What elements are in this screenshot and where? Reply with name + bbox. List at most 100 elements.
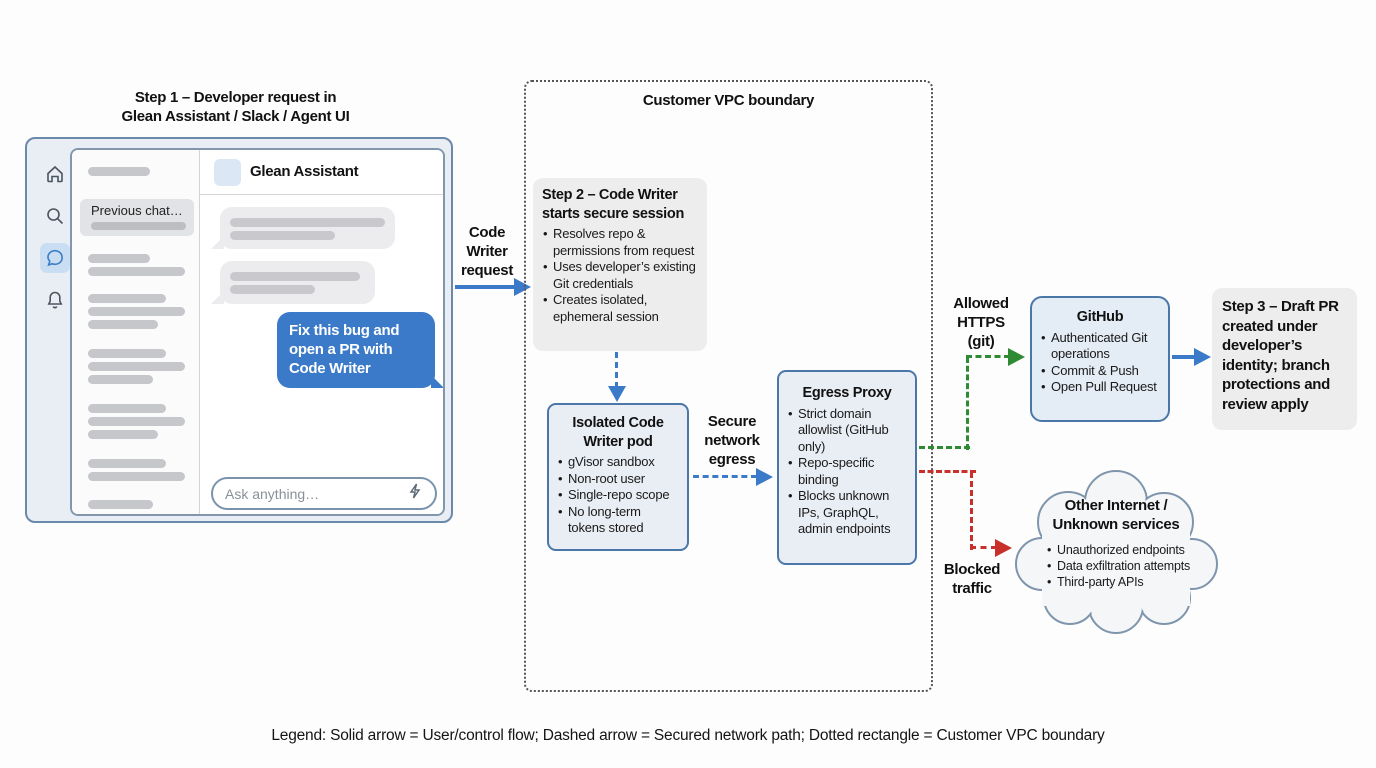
unknown-services-cloud: Other Internet / Unknown services Unauth… — [1012, 466, 1220, 636]
placeholder-bar — [88, 349, 166, 358]
secure-egress-label: Secure network egress — [694, 412, 770, 469]
label-line: request — [460, 262, 514, 279]
label-line: (git) — [967, 333, 995, 350]
bullet-item: gVisor sandbox — [557, 454, 679, 471]
isolated-pod-box: Isolated Code Writer pod gVisor sandboxN… — [547, 403, 689, 551]
placeholder-bar — [88, 320, 158, 329]
assistant-message-placeholder — [211, 261, 375, 304]
placeholder-bar — [88, 267, 185, 276]
placeholder-bar — [230, 218, 385, 227]
label-line: Code — [468, 224, 506, 241]
label-line: egress — [708, 451, 756, 468]
bullet-item: Third-party APIs — [1046, 574, 1216, 590]
arrowhead-green — [1008, 348, 1025, 366]
step1-title: Step 1 – Developer request in Glean Assi… — [78, 88, 393, 126]
placeholder-bar — [230, 285, 315, 294]
placeholder-bar — [88, 404, 166, 413]
arrowhead — [756, 468, 773, 486]
bullet-item: Strict domain allowlist (GitHub only) — [787, 406, 907, 456]
bullet-item: Single-repo scope — [557, 487, 679, 504]
placeholder-bar — [91, 222, 186, 230]
placeholder-bar — [88, 430, 158, 439]
bullet-item: Open Pull Request — [1040, 379, 1160, 396]
github-title: GitHub — [1076, 309, 1124, 325]
bell-icon[interactable] — [40, 285, 70, 315]
github-bullets: Authenticated Git operationsCommit & Pus… — [1040, 330, 1160, 396]
placeholder-bar — [230, 231, 335, 240]
bullet-item: Creates isolated, ephemeral session — [542, 292, 698, 325]
step3-box: Step 3 – Draft PR created under develope… — [1212, 288, 1357, 430]
blocked-traffic-label: Blocked traffic — [938, 560, 1006, 598]
arrowhead — [608, 386, 626, 402]
chat-window: Previous chat… Glean Assistant Fix this — [25, 137, 453, 523]
bullet-item: Non-root user — [557, 471, 679, 488]
placeholder-bar — [230, 272, 360, 281]
placeholder-bar — [88, 375, 153, 384]
placeholder-bar — [88, 472, 185, 481]
egress-proxy-box: Egress Proxy Strict domain allowlist (Gi… — [777, 370, 917, 565]
label-line: traffic — [952, 580, 992, 597]
placeholder-bar — [88, 294, 166, 303]
allowed-path-segment — [919, 446, 970, 449]
arrowhead — [514, 278, 531, 296]
cloud-title: Other Internet / Unknown services — [1012, 496, 1220, 534]
allowed-https-label: Allowed HTTPS (git) — [946, 294, 1016, 351]
bullet-item: Data exfiltration attempts — [1046, 558, 1216, 574]
github-box: GitHub Authenticated Git operationsCommi… — [1030, 296, 1170, 422]
solid-arrow-github-step3 — [1172, 355, 1196, 359]
bullet-item: No long-term tokens stored — [557, 504, 679, 537]
vpc-boundary-title: Customer VPC boundary — [642, 92, 815, 109]
chat-history-panel: Previous chat… — [72, 150, 200, 514]
arrowhead — [1194, 348, 1211, 366]
pod-title: Isolated Code Writer pod — [572, 415, 664, 450]
bullet-item: Blocks unknown IPs, GraphQL, admin endpo… — [787, 488, 907, 538]
bullet-item: Unauthorized endpoints — [1046, 542, 1216, 558]
placeholder-bar — [88, 500, 153, 509]
placeholder-bar — [88, 167, 150, 176]
label-line: Blocked — [943, 561, 1001, 578]
assistant-avatar — [214, 159, 241, 186]
assistant-name: Glean Assistant — [250, 163, 359, 180]
previous-chat-label: Previous chat… — [91, 203, 183, 218]
app-inner-panel: Previous chat… Glean Assistant Fix this — [70, 148, 445, 516]
step2-title: Step 2 – Code Writer starts secure sessi… — [542, 187, 685, 222]
step3-text: Step 3 – Draft PR created under develope… — [1222, 298, 1339, 413]
step2-bullets: Resolves repo & permissions from request… — [542, 226, 698, 325]
cloud-title-line2: Unknown services — [1052, 516, 1180, 533]
chat-input-pill[interactable] — [211, 477, 437, 510]
chat-icon[interactable] — [40, 243, 70, 273]
legend-text: Legend: Solid arrow = User/control flow;… — [271, 727, 1105, 744]
label-line: HTTPS — [957, 314, 1005, 331]
label-line: network — [704, 432, 760, 449]
assistant-message-placeholder — [211, 207, 395, 249]
code-writer-request-label: Code Writer request — [449, 223, 525, 280]
vpc-boundary: Customer VPC boundary — [524, 80, 933, 692]
proxy-title: Egress Proxy — [802, 385, 892, 401]
placeholder-bar — [88, 254, 150, 263]
previous-chat-item[interactable]: Previous chat… — [80, 199, 194, 236]
bullet-item: Uses developer’s existing Git credential… — [542, 259, 698, 292]
placeholder-bar — [88, 362, 185, 371]
step1-title-line1: Step 1 – Developer request in — [134, 89, 337, 106]
pod-bullets: gVisor sandboxNon-root userSingle-repo s… — [557, 454, 679, 537]
solid-arrow-request — [455, 285, 515, 289]
bullet-item: Commit & Push — [1040, 363, 1160, 380]
chat-area: Glean Assistant Fix this bug and open a … — [200, 150, 443, 514]
blocked-path-segment — [919, 470, 976, 473]
search-icon[interactable] — [40, 201, 70, 231]
send-bolt-icon[interactable] — [406, 482, 424, 505]
proxy-bullets: Strict domain allowlist (GitHub only)Rep… — [787, 406, 907, 538]
blocked-path-segment — [970, 472, 973, 550]
chat-input[interactable] — [225, 485, 406, 502]
bullet-item: Repo-specific binding — [787, 455, 907, 488]
placeholder-bar — [88, 417, 185, 426]
bullet-item: Resolves repo & permissions from request — [542, 226, 698, 259]
home-icon[interactable] — [40, 159, 70, 189]
dashed-arrow-step2-pod — [615, 352, 618, 388]
arrowhead-red — [995, 539, 1012, 557]
label-line: Allowed — [953, 295, 1009, 312]
allowed-path-segment — [966, 355, 1010, 358]
step1-title-line2: Glean Assistant / Slack / Agent UI — [121, 108, 350, 125]
allowed-path-segment — [966, 357, 969, 450]
